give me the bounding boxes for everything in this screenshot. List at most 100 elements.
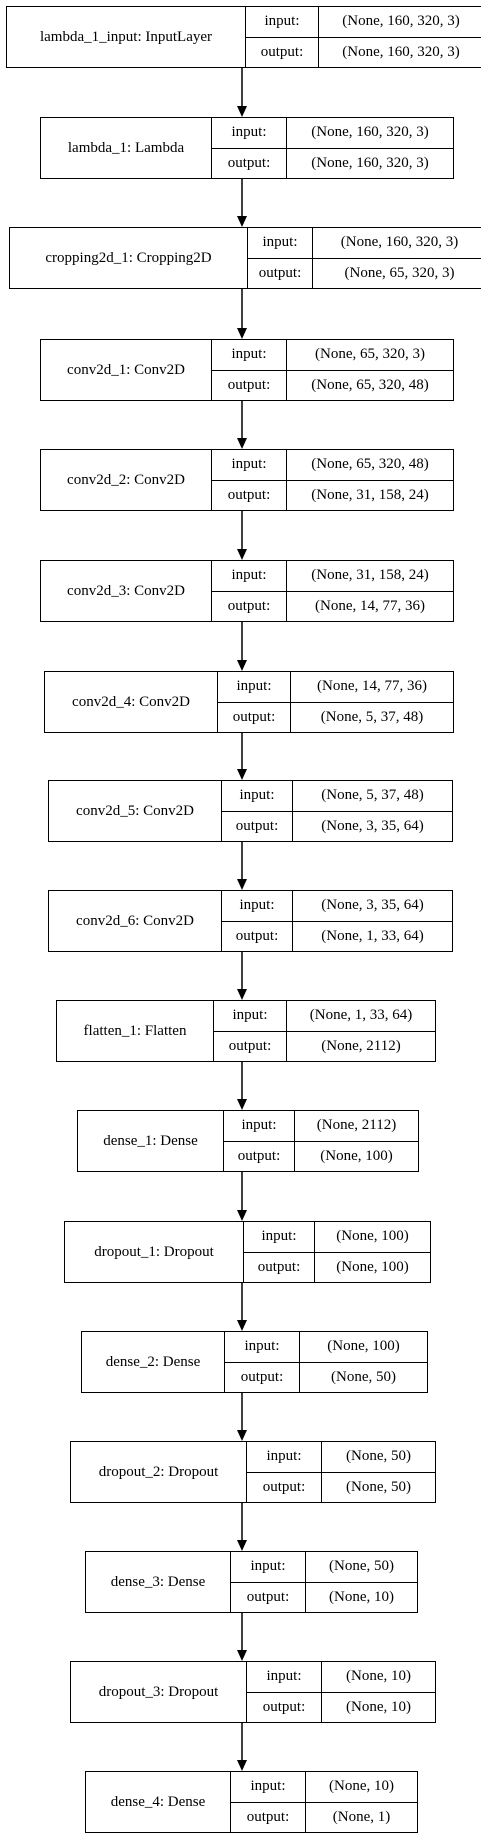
input-shape-value: (None, 160, 320, 3) [342, 13, 460, 30]
edge-arrowhead [237, 879, 247, 890]
input-row: input:(None, 65, 320, 3) [212, 340, 453, 370]
input-shape-value: (None, 14, 77, 36) [317, 678, 427, 695]
input-shape-value: (None, 2112) [316, 1117, 397, 1134]
edge-arrowhead [237, 106, 247, 117]
output-shape-value: (None, 100) [336, 1258, 409, 1275]
output-row: output:(None, 5, 37, 48) [218, 701, 453, 732]
edge-arrowhead [237, 660, 247, 671]
output-shape-value: (None, 31, 158, 24) [311, 486, 429, 503]
input-label: input: [247, 1442, 322, 1472]
layer-name: conv2d_4: Conv2D [45, 672, 218, 732]
output-label: output: [212, 370, 287, 400]
output-row: output: (None, 1) [231, 1801, 417, 1832]
layer-name: conv2d_1: Conv2D [41, 340, 212, 400]
layer-name: flatten_1: Flatten [57, 1001, 214, 1061]
input-row: input:(None, 14, 77, 36) [218, 672, 453, 702]
edge-arrowhead [237, 1320, 247, 1331]
output-label: output: [212, 591, 287, 621]
input-row: input:(None, 100) [244, 1222, 430, 1252]
input-row: input:(None, 160, 320, 3) [248, 228, 481, 258]
input-shape-value: (None, 50) [346, 1448, 411, 1465]
input-shape-value: (None, 1, 33, 64) [309, 1007, 413, 1024]
input-shape-value: (None, 65, 320, 48) [311, 456, 429, 473]
layer-name: dropout_1: Dropout [65, 1222, 244, 1282]
output-row: output:(None, 3, 35, 64) [222, 810, 452, 841]
input-label: input: [212, 340, 287, 370]
output-row: output: (None, 1, 33, 64) [222, 920, 452, 951]
output-row: output:(None, 65, 320, 48) [212, 369, 453, 400]
input-shape-value: (None, 3, 35, 64) [321, 897, 424, 914]
edge-arrowhead [237, 1540, 247, 1551]
output-label: output: [231, 1582, 306, 1612]
output-shape-value: (None, 1, 33, 64) [321, 927, 424, 944]
input-row: input:(None, 31, 158, 24) [212, 561, 453, 591]
input-row: input:(None, 100) [225, 1332, 427, 1362]
output-label: output: [212, 480, 287, 510]
layer-name: dense_3: Dense [86, 1552, 231, 1612]
layer-name: conv2d_6: Conv2D [49, 891, 222, 951]
input-label: input: [246, 7, 319, 37]
layer-name: conv2d_3: Conv2D [41, 561, 212, 621]
output-label: output: [247, 1472, 322, 1502]
edge-arrowhead [237, 989, 247, 1000]
edge-arrowhead [237, 1430, 247, 1441]
input-label: input: [224, 1111, 295, 1141]
input-shape-value: (None, 10) [329, 1778, 394, 1795]
output-shape-value: (None, 1) [332, 1808, 391, 1825]
input-row: input:(None, 160, 320, 3) [212, 118, 453, 148]
input-label: input: [222, 891, 293, 921]
output-label: output: [222, 811, 293, 841]
output-label: output: [246, 37, 319, 67]
output-label: output: [231, 1802, 306, 1832]
output-label: output: [224, 1141, 295, 1171]
output-label: output: [212, 148, 287, 178]
input-shape-value: (None, 5, 37, 48) [321, 787, 424, 804]
output-shape-value: (None, 2112) [321, 1037, 401, 1054]
edge-arrowhead [237, 1650, 247, 1661]
input-row: input: (None, 5, 37, 48) [222, 781, 452, 811]
input-shape-value: (None, 10) [346, 1668, 411, 1685]
output-row: output: (None, 31, 158, 24) [212, 479, 453, 510]
output-label: output: [222, 921, 293, 951]
input-label: input: [212, 118, 287, 148]
input-label: input: [247, 1662, 322, 1692]
input-shape-value: (None, 100) [336, 1228, 409, 1245]
output-row: output:(None, 65, 320, 3) [248, 257, 481, 288]
input-label: input: [214, 1001, 287, 1031]
layer-name: dense_4: Dense [86, 1772, 231, 1832]
layer-name: conv2d_5: Conv2D [49, 781, 222, 841]
output-shape-value: (None, 5, 37, 48) [320, 708, 424, 725]
layer-name: lambda_1_input: InputLayer [7, 7, 246, 67]
edge-arrowhead [237, 1760, 247, 1771]
output-label: output: [214, 1031, 287, 1061]
input-row: input: (None, 50) [247, 1442, 435, 1472]
output-row: output: (None, 2112) [214, 1030, 435, 1061]
output-shape-value: (None, 10) [329, 1588, 394, 1605]
input-label: input: [222, 781, 293, 811]
input-shape-value: (None, 160, 320, 3) [340, 234, 459, 251]
output-label: output: [247, 1692, 322, 1722]
output-shape-value: (None, 14, 77, 36) [315, 597, 425, 614]
output-shape-value: (None, 100) [320, 1147, 393, 1164]
output-row: output: (None, 160, 320, 3) [246, 36, 481, 67]
edge-arrowhead [237, 1099, 247, 1110]
output-shape-value: (None, 160, 320, 3) [342, 43, 460, 60]
input-shape-value: (None, 100) [327, 1338, 400, 1355]
